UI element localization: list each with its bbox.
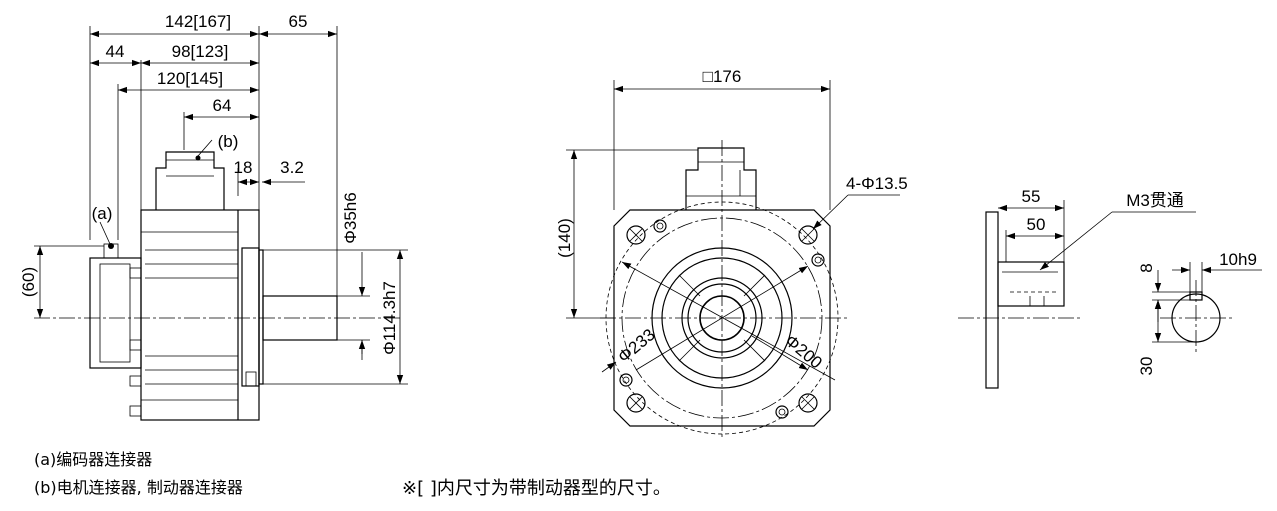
- mounting-hole-bottom-left: [626, 393, 646, 413]
- mounting-hole-top-left: [626, 225, 646, 245]
- shaft-detail-view: 55 50 M3贯通 8 30 10h9: [958, 187, 1262, 389]
- note-motor-brake-connector: (b)电机连接器, 制动器连接器: [34, 478, 243, 497]
- dim-body-long-length: 120[145]: [157, 69, 223, 88]
- dim-rear-length: 44: [106, 42, 125, 61]
- dim-shaft-offset: 30: [1137, 357, 1156, 376]
- dim-key-length-50: 50: [1027, 215, 1046, 234]
- dim-encoder-height: (60): [19, 267, 38, 297]
- dim-shaft-diameter: Φ35h6: [341, 192, 360, 243]
- dim-connector-offset: 64: [213, 96, 232, 115]
- dim-overall-length: 142[167]: [165, 12, 231, 31]
- dim-spigot-diameter: Φ114.3h7: [380, 281, 399, 355]
- note-bracket-dimensions: ※[ ]内尺寸为带制动器型的尺寸。: [402, 478, 671, 499]
- mounting-hole-bottom-right: [798, 393, 818, 413]
- dim-body-length: 98[123]: [172, 42, 229, 61]
- dim-shaft-length: 65: [289, 12, 308, 31]
- dim-key-width: 10h9: [1219, 250, 1257, 269]
- dim-mounting-holes: 4-Φ13.5: [846, 174, 908, 193]
- mounting-hole-top-right: [798, 225, 818, 245]
- dim-square-flange: □176: [703, 67, 742, 86]
- dim-pitch-circle: Φ200: [781, 331, 825, 373]
- front-view: □176 (140) 4-Φ13.5 Φ200 Φ233: [555, 67, 908, 440]
- dim-shaft-length-55: 55: [1022, 187, 1041, 206]
- label-motor-connector: (b): [218, 132, 239, 151]
- dim-flange-thickness: 18: [234, 158, 253, 177]
- side-view: 142[167] 65 44 98[123] 120[145] 64 18 3.…: [19, 12, 408, 421]
- label-encoder-connector: (a): [92, 204, 113, 223]
- dim-connector-height: (140): [555, 218, 574, 258]
- note-encoder-connector: (a)编码器连接器: [34, 450, 153, 469]
- label-thread-through: M3贯通: [1126, 191, 1184, 210]
- dim-key-height: 8: [1137, 263, 1156, 272]
- dim-spigot-length: 3.2: [280, 158, 304, 177]
